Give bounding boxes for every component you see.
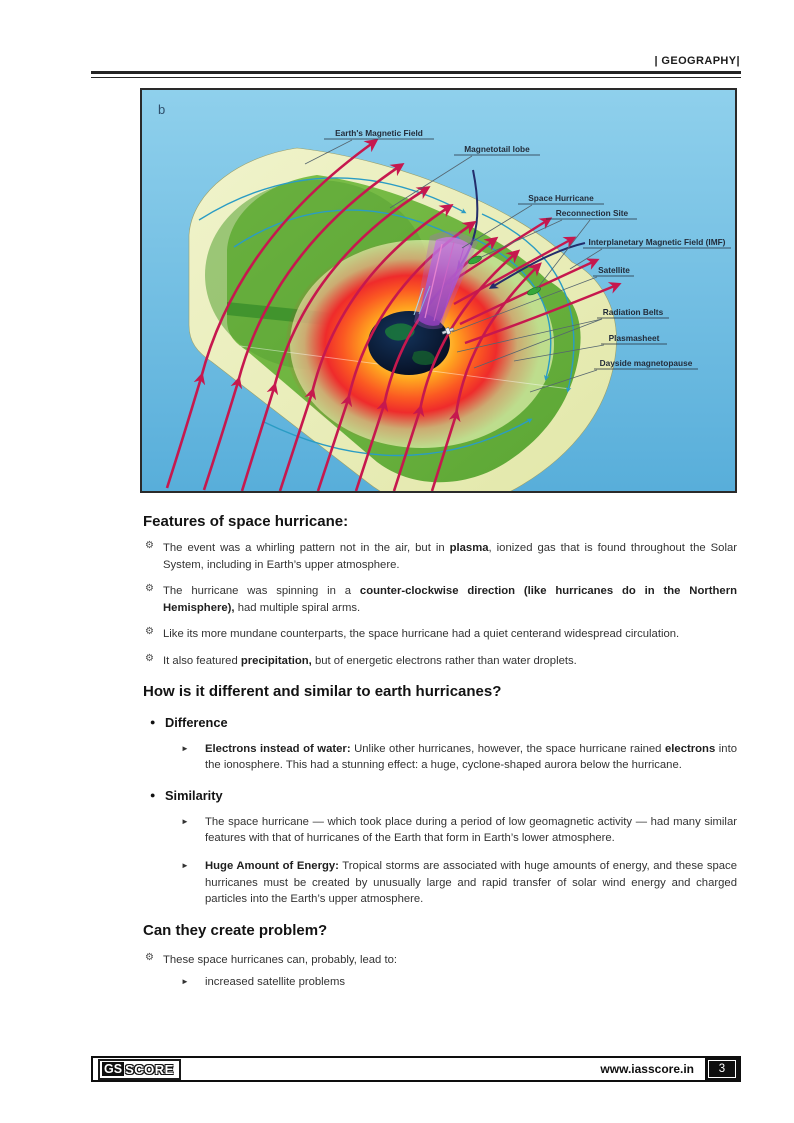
section-heading-difference-similarity: How is it different and similar to earth… [143,682,502,700]
panel-label: b [158,102,165,117]
page-number: 3 [708,1060,736,1078]
label-leader-lines [304,139,605,393]
arrow-bullet-icon: ► [181,860,189,870]
gear-bullet-icon: ⚙ [145,652,154,664]
list-item-text: The event was a whirling pattern not in … [163,542,737,571]
space-hurricane-funnel [413,231,478,330]
gear-bullet-icon: ⚙ [145,626,154,638]
list-item-text: Like its more mundane counterparts, the … [163,628,680,641]
sub-list-item: ► Electrons instead of water: Unlike oth… [181,741,737,774]
subsection-label: Difference [165,714,228,730]
label-radiation-belts: Radiation Belts [603,307,664,317]
page-number-box: 3 [705,1058,739,1080]
section-heading-problems: Can they create problem? [143,921,328,939]
label-reconnection-site: Reconnection Site [556,208,629,218]
label-imf: Interplanetary Magnetic Field (IMF) [589,237,726,247]
page-footer: GS SCORE www.iasscore.in 3 [91,1056,741,1082]
subsection-similarity: ● Similarity [150,788,737,803]
label-earths-magnetic-field: Earth's Magnetic Field [335,128,423,138]
logo-score-mark: SCORE [125,1061,174,1077]
arrow-bullet-icon: ► [181,977,189,987]
sub-list-item-text: increased satellite problems [205,976,346,989]
sub-list-item-text: Huge Amount of Energy: Tropical storms a… [205,859,737,906]
sub-list-item-text: Electrons instead of water: Unlike other… [205,742,737,772]
satellite-icon [441,327,455,335]
subsection-difference: ● Difference [150,715,737,730]
subsection-label: Similarity [165,787,223,803]
list-item: ⚙ Like its more mundane counterparts, th… [145,626,737,643]
imf-arrows [165,138,542,491]
gsscore-logo: GS SCORE [98,1058,181,1080]
sub-list-item-text: The space hurricane — which took place d… [205,815,737,845]
magnetosphere-figure: b Earth's Magnetic Field Magnetotail lob… [140,88,737,493]
list-item-text: The hurricane was spinning in a counter-… [163,585,737,614]
list-item: ⚙ The hurricane was spinning in a counte… [145,583,737,616]
list-item-text: These space hurricanes can, probably, le… [163,953,398,966]
label-space-hurricane: Space Hurricane [528,193,594,203]
label-satellite: Satellite [598,265,630,275]
list-item: ⚙ The event was a whirling pattern not i… [145,540,737,573]
sub-list-item: ► Huge Amount of Energy: Tropical storms… [181,858,737,908]
page-header-label: | GEOGRAPHY| [654,55,740,67]
header-rule [91,71,741,78]
gear-bullet-icon: ⚙ [145,540,154,551]
list-item: ⚙ It also featured precipitation, but of… [145,653,737,670]
sub-list-item: ► increased satellite problems [181,974,737,991]
label-magnetotail-lobe: Magnetotail lobe [464,144,530,154]
dot-bullet-icon: ● [150,716,156,727]
section-heading-features: Features of space hurricane: [143,513,349,530]
list-item-text: It also featured precipitation, but of e… [163,654,577,667]
logo-gs-mark: GS [102,1061,125,1077]
label-underlines [324,138,731,370]
sub-list-item: ► The space hurricane — which took place… [181,814,737,847]
dot-bullet-icon: ● [150,789,156,800]
list-item: ⚙ These space hurricanes can, probably, … [145,952,737,969]
label-plasmasheet: Plasmasheet [609,333,660,343]
gear-bullet-icon: ⚙ [145,583,154,595]
gear-bullet-icon: ⚙ [145,951,154,963]
arrow-bullet-icon: ► [181,816,189,826]
footer-website: www.iasscore.in [600,1062,694,1076]
arrow-bullet-icon: ► [181,743,189,753]
article-body: Features of space hurricane: ⚙ The event… [143,513,737,1002]
label-dayside-magnetopause: Dayside magnetopause [600,358,693,368]
